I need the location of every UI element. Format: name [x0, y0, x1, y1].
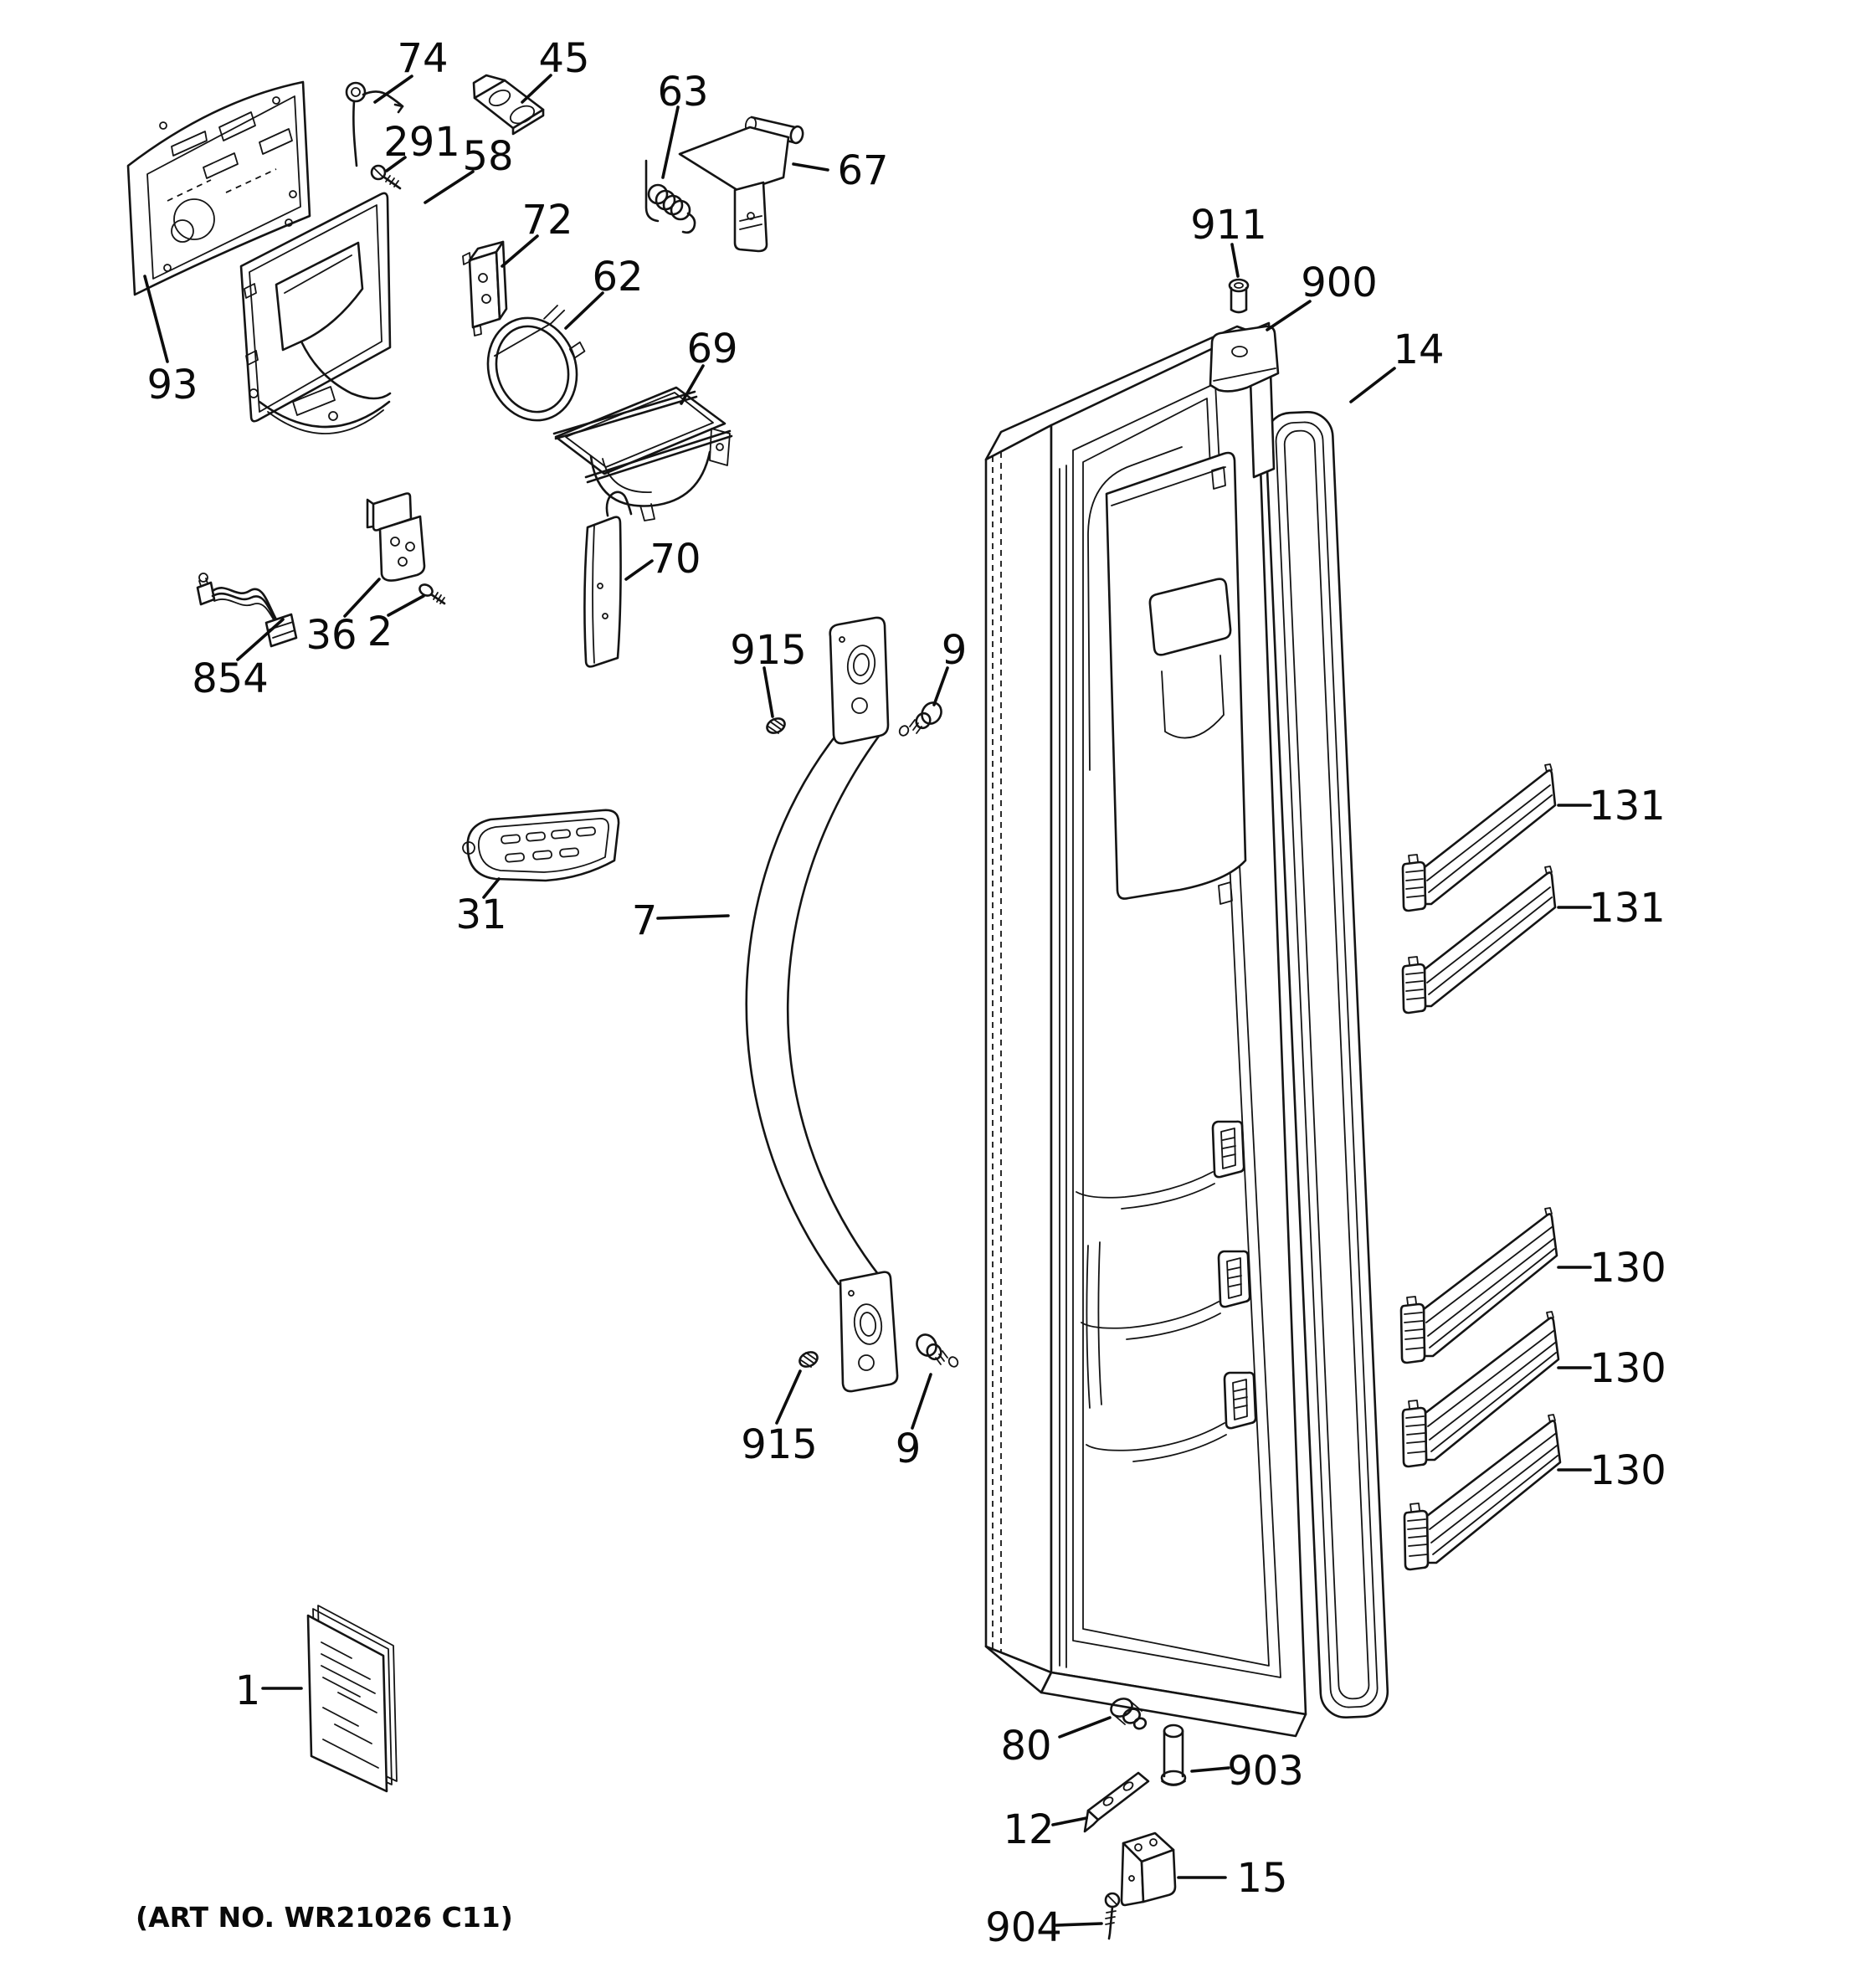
leader-63	[661, 105, 680, 179]
part-hinge-plate-12	[1083, 1771, 1150, 1833]
part-label-72: 72	[521, 197, 573, 244]
leader-74	[373, 74, 413, 104]
part-label-45: 45	[538, 35, 589, 82]
part-label-9-bottom: 9	[896, 1426, 922, 1472]
part-freezer-door-panel	[984, 321, 1307, 1738]
part-label-131-b: 131	[1589, 885, 1666, 932]
part-label-1: 1	[235, 1667, 261, 1714]
part-label-74: 74	[397, 35, 448, 82]
part-label-14: 14	[1393, 326, 1444, 373]
part-shoulder-screw-9-bottom	[916, 1333, 959, 1368]
part-label-70: 70	[650, 536, 701, 583]
part-label-15: 15	[1236, 1855, 1287, 1902]
part-duct-assembly-58	[239, 192, 392, 434]
part-drip-tray-31	[462, 809, 620, 882]
part-dispenser-flap-70	[583, 491, 633, 668]
part-bracket-36	[366, 492, 426, 582]
part-door-gasket-14	[1265, 410, 1389, 1719]
part-label-63: 63	[657, 69, 708, 116]
part-funnel-69	[552, 386, 733, 521]
part-screw-904	[1104, 1892, 1121, 1940]
leader-58	[424, 170, 475, 204]
part-stud-80	[1110, 1698, 1148, 1730]
part-label-854: 854	[192, 655, 269, 702]
part-label-62: 62	[592, 254, 643, 301]
leader-14	[1349, 367, 1396, 403]
part-number-callouts: 74 45 63 67 291 58 72 62 69 93 36 2 70 8…	[146, 35, 1666, 1951]
part-wire-clip-74	[345, 81, 404, 167]
leader-36	[343, 578, 381, 618]
leader-903	[1190, 1766, 1230, 1773]
part-label-69: 69	[686, 326, 737, 372]
leader-lines	[143, 74, 1592, 1927]
leader-70	[624, 559, 654, 581]
leader-12	[1051, 1816, 1088, 1826]
part-lever-67	[678, 116, 804, 253]
part-label-915-bottom: 915	[741, 1421, 818, 1468]
part-hinge-pin-903	[1160, 1723, 1187, 1786]
leader-69	[680, 364, 705, 405]
part-bracket-45	[472, 74, 545, 136]
part-label-67: 67	[837, 147, 888, 194]
leader-80	[1058, 1716, 1112, 1739]
part-hinge-cover-900	[1209, 325, 1280, 393]
part-control-panel-93	[126, 80, 311, 296]
leader-915-bottom	[775, 1369, 802, 1425]
part-spring-63	[644, 159, 696, 234]
leader-854	[236, 618, 285, 661]
leader-900	[1266, 300, 1312, 331]
part-label-900: 900	[1301, 259, 1378, 306]
part-wire-harness-854	[196, 573, 298, 648]
part-plug-915-top	[766, 717, 786, 734]
leader-291	[385, 156, 407, 172]
part-label-130-b: 130	[1589, 1345, 1666, 1392]
part-switch-72	[462, 240, 508, 336]
leader-904	[1055, 1922, 1103, 1927]
leader-67	[792, 162, 829, 172]
leader-9-bottom	[911, 1373, 932, 1430]
part-label-131-a: 131	[1589, 783, 1666, 830]
leader-31	[482, 877, 501, 899]
part-label-31: 31	[455, 891, 506, 938]
part-hinge-pin-911	[1228, 278, 1250, 314]
leader-62	[564, 291, 604, 330]
part-label-80: 80	[1000, 1723, 1051, 1770]
part-screw-291	[370, 164, 402, 190]
leader-93	[143, 275, 169, 363]
part-label-904: 904	[985, 1904, 1062, 1951]
leader-915-top	[762, 666, 774, 718]
part-label-12: 12	[1003, 1806, 1054, 1853]
part-label-93: 93	[146, 362, 198, 408]
part-plug-915-bottom	[798, 1351, 819, 1368]
part-manual-1	[306, 1605, 398, 1793]
leader-45	[521, 74, 552, 104]
part-trim-ring-62	[486, 305, 586, 422]
part-label-291: 291	[383, 119, 460, 166]
part-door-handle-7	[745, 616, 899, 1393]
part-label-915-top: 915	[730, 627, 807, 674]
leader-2	[387, 594, 425, 617]
part-label-903: 903	[1227, 1748, 1304, 1795]
part-label-36: 36	[306, 612, 357, 659]
part-label-2: 2	[367, 609, 393, 655]
part-label-9-top: 9	[942, 627, 968, 674]
leader-72	[501, 234, 539, 268]
leader-7	[656, 914, 730, 920]
part-screw-2	[418, 583, 446, 605]
part-label-911: 911	[1190, 202, 1267, 249]
part-shoulder-screw-9-top	[898, 701, 942, 737]
part-label-7: 7	[632, 897, 658, 944]
part-hinge-block-15	[1120, 1831, 1177, 1907]
part-label-130-c: 130	[1589, 1447, 1666, 1494]
part-label-130-a: 130	[1589, 1245, 1666, 1292]
art-number-text: (ART NO. WR21026 C11)	[136, 1901, 513, 1934]
leader-9-top	[932, 666, 949, 706]
leader-911	[1230, 243, 1240, 278]
part-label-58: 58	[462, 133, 513, 180]
